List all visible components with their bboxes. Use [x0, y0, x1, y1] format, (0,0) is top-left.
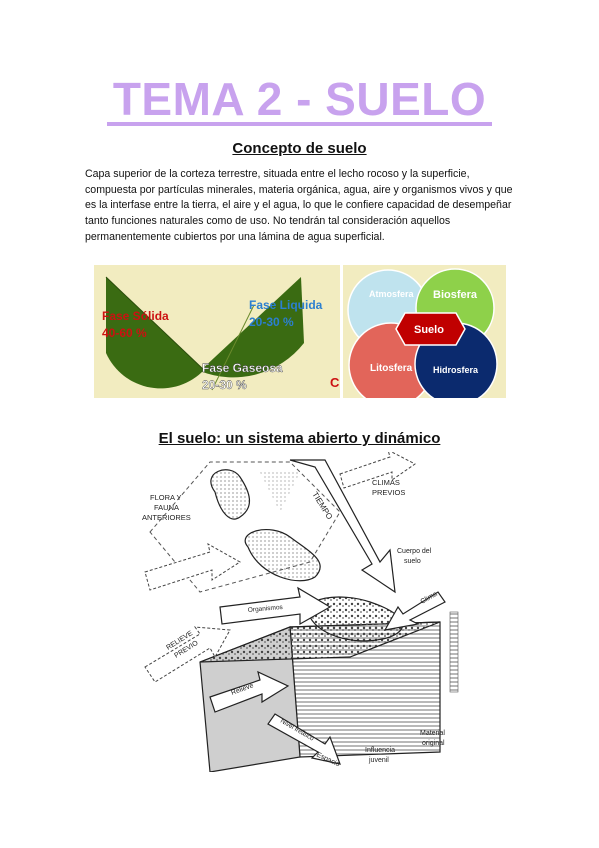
fase-solida-pct: 40-60 % — [102, 326, 147, 340]
soil-body-1 — [210, 469, 250, 520]
pie-wedge-liquida — [200, 277, 304, 378]
history-zone — [149, 461, 341, 593]
soil-phases-illustration: Fase Sólida 40-60 % Fase Liquida 20-30 %… — [102, 276, 340, 392]
arrow-relieve — [209, 670, 290, 713]
label-material: Material — [420, 730, 445, 737]
pointer-line — [211, 304, 255, 391]
biosfera-label: Biosfera — [433, 289, 478, 301]
label-anteriores: ANTERIORES — [142, 513, 191, 522]
label-suelo: suelo — [404, 558, 421, 565]
suelo-hexagon — [395, 312, 466, 346]
soil-body-2 — [244, 529, 321, 582]
arrow-organismos — [219, 586, 332, 626]
label-influencia: Influencia — [365, 747, 395, 754]
label-fauna: FAUNA — [154, 503, 179, 512]
figure-open-system: FLORA Y FAUNA ANTERIORES CLIMAS PREVIOS … — [140, 449, 465, 773]
litosfera-label: Litosfera — [370, 363, 413, 374]
suelo-label: Suelo — [414, 324, 444, 336]
label-organismos: Organismos — [248, 604, 284, 614]
paragraph-concepto: Capa superior de la corteza terrestre, s… — [85, 168, 513, 243]
arrow-climas — [339, 449, 416, 489]
fase-gaseosa-pct: 20-30 % — [202, 378, 247, 392]
figure-soil-phases: Fase Sólida 40-60 % Fase Liquida 20-30 %… — [94, 265, 340, 398]
spheres-venn: Atmosfera Biosfera Suelo Litosfera Hidro… — [347, 268, 498, 408]
open-system-diagram: FLORA Y FAUNA ANTERIORES CLIMAS PREVIOS … — [142, 449, 459, 773]
fase-gaseosa-label: Fase Gaseosa — [202, 361, 283, 375]
texture-patch — [260, 472, 300, 512]
atmosfera-label: Atmosfera — [369, 289, 415, 299]
arrow-tiempo — [289, 459, 396, 594]
label-climas: CLIMAS — [372, 478, 400, 487]
heading-concepto: Concepto de suelo — [232, 140, 367, 157]
title-underline — [107, 122, 492, 126]
fase-solida-label: Fase Sólida — [102, 309, 169, 323]
label-flora: FLORA Y — [150, 493, 182, 502]
fase-liquida-label: Fase Liquida — [249, 298, 323, 312]
edge-texture — [449, 611, 459, 693]
arrow-nivel-freatico — [267, 713, 341, 765]
heading-sistema: El suelo: un sistema abierto y dinámico — [158, 430, 441, 447]
hidrosfera-label: Hidrosfera — [433, 365, 479, 375]
label-original: original — [422, 740, 445, 747]
pie-wedge-solida — [106, 277, 204, 389]
wedge-edge — [105, 276, 205, 371]
label-cuerpo: Cuerpo del — [397, 548, 432, 555]
arrow-flora — [144, 542, 241, 591]
arrow-clima — [383, 591, 446, 631]
corner-letter: C — [330, 375, 340, 390]
arrow-relieve-previo — [144, 626, 231, 683]
label-previos: PREVIOS — [372, 488, 405, 497]
figure-spheres: Atmosfera Biosfera Suelo Litosfera Hidro… — [343, 265, 506, 408]
fase-liquida-pct: 20-30 % — [249, 315, 294, 329]
label-juvenil: juvenil — [368, 757, 389, 764]
page-title: TEMA 2 - SUELO — [112, 73, 487, 125]
